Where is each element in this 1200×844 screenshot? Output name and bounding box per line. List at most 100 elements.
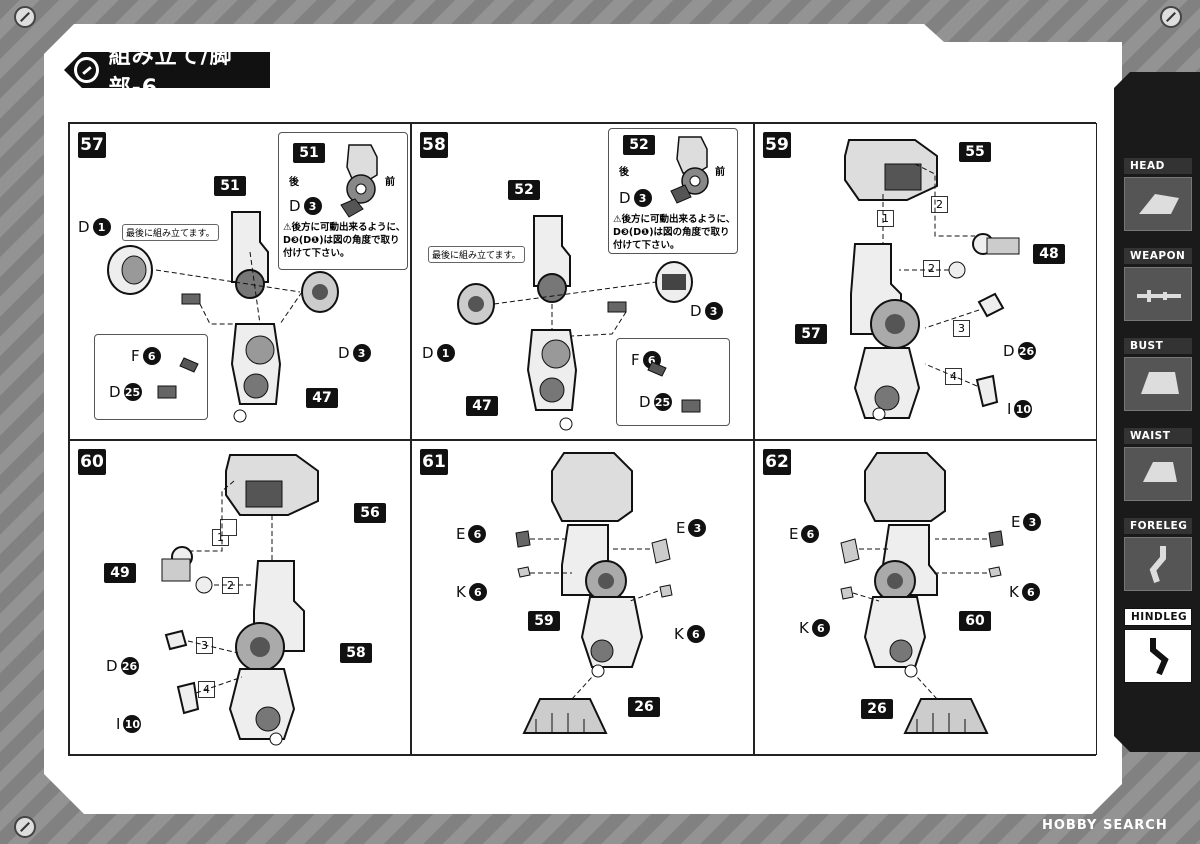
page-title: 組み立て/脚部-6 [108,44,233,88]
sidebar-item-bust[interactable]: BUST [1124,338,1192,411]
part-tag: 52 [508,180,540,200]
waist-icon [1124,447,1192,501]
bust-icon [1124,357,1192,411]
part-tag: 47 [306,388,338,408]
step-number: 58 [420,132,448,158]
step-60-drawing [161,454,319,746]
sidebar-item-head[interactable]: HEAD [1124,158,1192,231]
step-number: 57 [78,132,106,158]
sidebar-item-waist[interactable]: WAIST [1124,428,1192,501]
sequence-marker: 3 [196,637,213,654]
page-title-bar: 組み立て/脚部-6 [64,52,270,88]
callout-label: 最後に組み立てます。 [122,224,219,241]
sequence-marker: 1 [877,210,894,227]
step-number: 62 [763,449,791,475]
sequence-marker [220,519,237,536]
assembly-note: ⚠後方に可動出来るように、D❸(D❶)は図の角度で取り付けて下さい。 [613,214,736,251]
step-62-drawing [840,452,1004,734]
step-number: 59 [763,132,791,158]
part-tag: 56 [354,503,386,523]
step-59-panel: 59 55 48 57 D26 I10 1 2 2 3 4 [754,123,1097,440]
sidebar-item-label: HEAD [1124,158,1192,174]
part-tag: 58 [340,643,372,663]
screw-icon [14,6,36,28]
foreleg-icon [1124,537,1192,591]
part-tag: 59 [528,611,560,631]
sidebar-item-label: WEAPON [1124,248,1192,264]
step-58-drawing [457,215,701,431]
step-57-drawing [107,211,339,423]
part-tag: 51 [293,143,325,163]
sidebar-item-label: WAIST [1124,428,1192,444]
part-tag: 57 [795,324,827,344]
wrench-gear-icon [74,57,99,83]
joint-part-drawing [340,144,378,218]
part-tag: 49 [104,563,136,583]
front-label: 前 [715,167,725,178]
part-tag: 48 [1033,244,1065,264]
joint-part-drawing [670,136,709,204]
sidebar-item-label: BUST [1124,338,1192,354]
sequence-marker: 3 [953,320,970,337]
screw-icon [1160,6,1182,28]
part-tag: 60 [959,611,991,631]
back-label: 後 [619,167,629,178]
weapon-icon [1124,267,1192,321]
step-60-panel: 60 56 49 58 D26 I10 1 2 3 4 [69,440,411,755]
sidebar-item-label: FORELEG [1124,518,1192,534]
step-59-drawing [844,139,1020,421]
zoid-head-icon [1124,177,1192,231]
back-label: 後 [289,177,299,188]
assembly-note: ⚠後方に可動出来るように、D❸(D❶)は図の角度で取り付けて下さい。 [283,222,406,259]
part-tag: 52 [623,135,655,155]
sidebar-item-foreleg[interactable]: FORELEG [1124,518,1192,591]
sidebar-item-hindleg[interactable]: HINDLEG [1124,608,1192,683]
step-number: 60 [78,449,106,475]
part-tag: 26 [628,697,660,717]
part-tag: 51 [214,176,246,196]
sidebar-item-label: HINDLEG [1124,608,1192,626]
sidebar-item-weapon[interactable]: WEAPON [1124,248,1192,321]
callout-label: 最後に組み立てます。 [428,246,525,263]
step-61-drawing [515,452,673,734]
sequence-marker: 2 [923,260,940,277]
part-tag: 26 [861,699,893,719]
step-number: 61 [420,449,448,475]
part-tag: 47 [466,396,498,416]
hindleg-icon [1124,629,1192,683]
front-label: 前 [385,177,395,188]
screw-icon [14,816,36,838]
part-tag: 55 [959,142,991,162]
watermark-logo: HOBBY SEARCH [1042,818,1168,833]
